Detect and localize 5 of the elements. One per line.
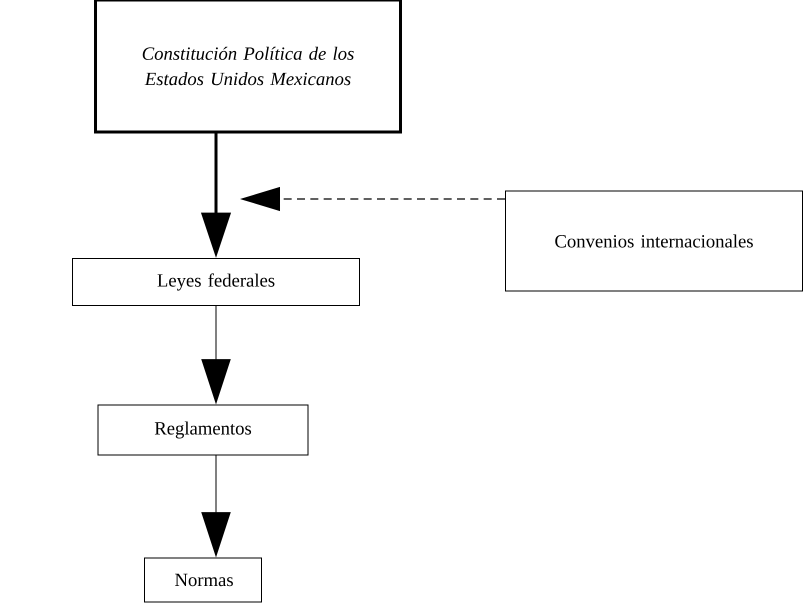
box: Reglamentos [98, 404, 308, 456]
box: Constitución Política de los Estados Unidos Mexicanos [94, 0, 402, 134]
box: Normas [144, 558, 262, 602]
box: Leyes federales [72, 258, 360, 306]
box: Convenios internacionales [505, 190, 803, 292]
